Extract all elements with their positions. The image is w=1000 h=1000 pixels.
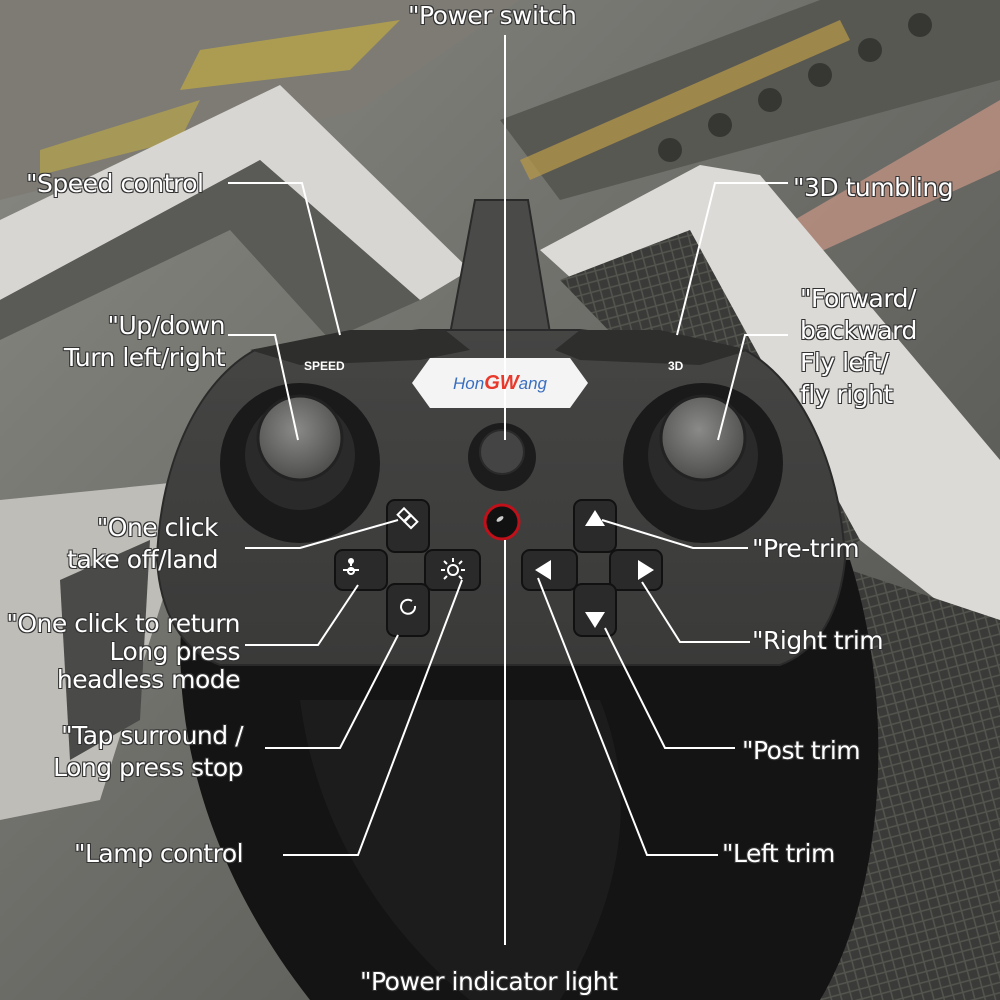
label-pre-trim: "Pre-trim: [752, 534, 860, 563]
label-lamp-control: "Lamp control: [74, 839, 244, 868]
label-tap-surround-line2: Long press stop: [53, 753, 243, 782]
label-forward-backward: "Forward/ backward Fly left/ fly right: [800, 283, 917, 411]
right-joystick[interactable]: [661, 396, 745, 480]
brand-text-part1: Hon: [453, 374, 485, 393]
leader-lines: [228, 35, 788, 945]
label-up-down-line1: "Up/down: [107, 311, 225, 340]
label-one-click-takeoff-line1: "One click: [96, 513, 219, 542]
power-switch-button[interactable]: [468, 423, 536, 491]
pre-trim-button[interactable]: [574, 500, 616, 552]
brand-text-part3: ang: [518, 374, 547, 393]
left-trim-button[interactable]: [522, 550, 577, 590]
label-one-click-takeoff-line2: take off/land: [67, 545, 218, 574]
label-up-down-line2: Turn left/right: [63, 343, 226, 372]
brand-logo: HonGWang: [420, 360, 580, 406]
right-button-cluster: [521, 499, 663, 637]
label-post-trim: "Post trim: [742, 736, 861, 765]
label-power-indicator: "Power indicator light: [360, 967, 618, 996]
return-headless-button[interactable]: [335, 550, 387, 590]
left-joystick[interactable]: [258, 396, 342, 480]
surround-button[interactable]: [387, 584, 429, 636]
label-one-click-return: "One click to return Long press headless…: [0, 610, 240, 694]
takeoff-land-button[interactable]: [387, 500, 429, 552]
label-left-trim: "Left trim: [722, 839, 835, 868]
label-right-trim: "Right trim: [752, 626, 884, 655]
label-tap-surround: "Tap surround / Long press stop: [10, 720, 243, 784]
label-up-down: "Up/down Turn left/right: [20, 310, 226, 374]
label-forward-backward-line2: backward: [800, 316, 917, 345]
label-power-switch: "Power switch: [408, 1, 577, 30]
post-trim-button[interactable]: [574, 584, 616, 636]
label-speed-control: "Speed control: [26, 169, 204, 198]
3d-stick-label: 3D: [668, 359, 684, 373]
speed-stick-label: SPEED: [304, 359, 345, 373]
label-one-click-return-line2: Long press: [109, 637, 241, 666]
brand-plate: [412, 358, 588, 408]
label-forward-backward-line4: fly right: [800, 380, 893, 409]
left-button-cluster: [334, 499, 481, 637]
label-forward-backward-line3: Fly left/: [800, 348, 889, 377]
label-3d-tumbling: "3D tumbling: [793, 173, 954, 202]
lamp-button[interactable]: [425, 550, 480, 590]
label-tap-surround-line1: "Tap surround /: [61, 721, 243, 750]
label-one-click-return-line3: headless mode: [56, 665, 241, 694]
brand-text-gw: GW: [484, 372, 519, 394]
label-one-click-takeoff: "One click take off/land: [20, 512, 218, 576]
label-forward-backward-line1: "Forward/: [800, 284, 916, 313]
right-trim-button[interactable]: [610, 550, 662, 590]
label-one-click-return-line1: "One click to return: [6, 609, 240, 638]
power-indicator-light: [485, 505, 519, 539]
